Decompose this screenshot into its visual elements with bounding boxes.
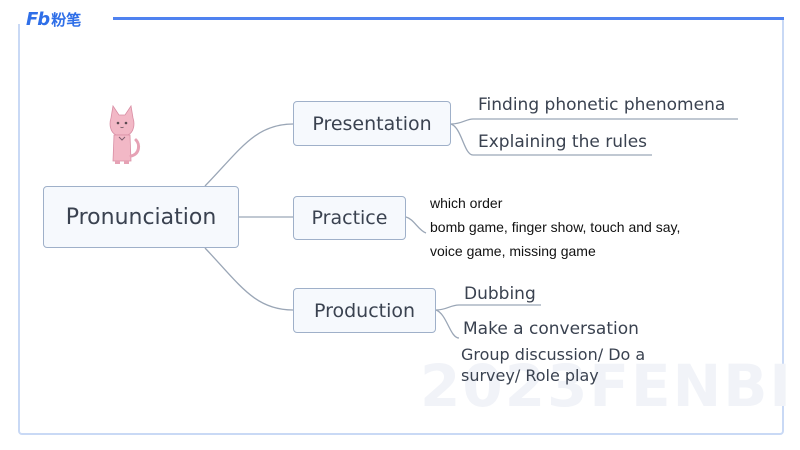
logo-mark: Fb <box>26 8 50 30</box>
link-root-production <box>204 247 294 311</box>
header-accent-line <box>113 17 784 20</box>
leaf-group-discussion: Group discussion/ Do a survey/ Role play <box>461 345 646 385</box>
link-root-presentation <box>204 123 294 187</box>
link-presentation-leaf2 <box>450 123 652 156</box>
link-production-leaf2 <box>435 309 460 339</box>
leaf-dubbing: Dubbing <box>464 284 536 304</box>
practice-note-games-line1: bomb game, finger show, touch and say, <box>430 219 681 235</box>
link-presentation-leaf1 <box>450 118 738 125</box>
watermark: 2023FENBI <box>420 352 793 420</box>
practice-note-games-line2: voice game, missing game <box>430 243 596 259</box>
leaf-make-a-conversation: Make a conversation <box>463 319 639 339</box>
root-node: Pronunciation <box>43 186 239 248</box>
branch-presentation: Presentation <box>293 101 451 146</box>
branch-practice: Practice <box>293 196 406 240</box>
leaf-explaining-the-rules: Explaining the rules <box>478 132 648 152</box>
leaf-finding-phonetic-phenomena: Finding phonetic phenomena <box>478 95 726 115</box>
link-practice-leaf <box>405 216 427 234</box>
branch-production: Production <box>293 288 436 333</box>
practice-note-which-order: which order <box>430 195 503 211</box>
cat-icon <box>109 104 141 164</box>
logo-text: 粉笔 <box>51 10 82 29</box>
link-production-leaf1 <box>435 304 541 311</box>
logo: Fb 粉笔 <box>26 8 81 30</box>
